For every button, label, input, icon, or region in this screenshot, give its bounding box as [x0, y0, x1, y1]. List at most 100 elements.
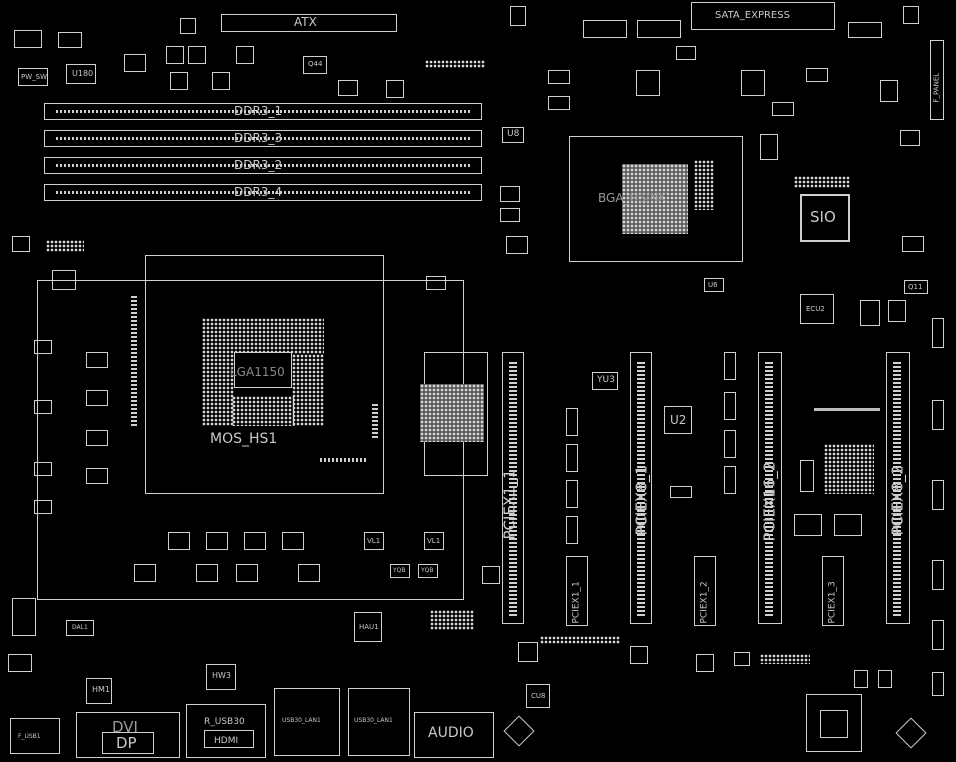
f-panel-header[interactable] — [930, 40, 944, 120]
dimm-slot-3-pins — [56, 137, 470, 140]
hw3-chip — [206, 664, 236, 690]
misc-bot-6 — [734, 652, 750, 666]
sio-label: SIO — [810, 208, 836, 226]
pcie-x1-slot-b-label: PCIEX1_2 — [699, 581, 710, 624]
dimm-slot-1-label: DDR3_1 — [234, 104, 283, 118]
dimm-slot-1[interactable] — [44, 103, 482, 120]
misc-bga-8 — [500, 186, 520, 202]
dvi-connector[interactable] — [76, 712, 180, 758]
misc-top-1 — [14, 30, 42, 48]
pcie-slot-x8-2[interactable] — [886, 352, 910, 624]
vrm-phase-b1 — [168, 532, 190, 550]
yqb-2-label: YQB — [421, 567, 434, 574]
hau1-label: HAU1 — [359, 623, 379, 631]
cap-row-bottom — [320, 458, 366, 462]
pcie-slot-x8-1[interactable] — [630, 352, 652, 624]
u6-label: U6 — [708, 281, 718, 289]
misc-bga-10 — [506, 236, 528, 254]
cu8-label: CU8 — [531, 692, 546, 700]
vrm-mos-3 — [34, 462, 52, 476]
right-header-4[interactable] — [932, 560, 944, 590]
misc-right-1 — [860, 300, 880, 326]
cap-array-left — [46, 240, 84, 252]
misc-bot-3 — [518, 642, 538, 662]
header-top-1 — [583, 20, 627, 38]
misc-vrm-4 — [298, 564, 320, 582]
yqb-2 — [418, 564, 438, 578]
misc-bga-2 — [741, 70, 765, 96]
dimm-slot-3-label: DDR3_3 — [234, 131, 283, 145]
misc-bga-4 — [548, 96, 570, 110]
right-header-3[interactable] — [932, 480, 944, 510]
vl1-a — [364, 532, 384, 550]
misc-slot-6 — [724, 392, 736, 420]
dimm-slot-2[interactable] — [44, 157, 482, 174]
misc-bot-4 — [630, 646, 648, 664]
u8-chip — [502, 127, 524, 143]
right-header-6[interactable] — [932, 672, 944, 696]
vrm-phase-b2 — [206, 532, 228, 550]
misc-bga-5 — [676, 46, 696, 60]
pcie-slot-x16-2[interactable] — [758, 352, 782, 624]
usb-lan-connector-1[interactable] — [274, 688, 340, 756]
dp-connector[interactable] — [102, 732, 154, 754]
cpu-socket-outline[interactable] — [145, 255, 384, 494]
misc-bot-5 — [696, 654, 714, 672]
usb-lan-connector-2[interactable] — [348, 688, 410, 756]
hm1-label: HM1 — [92, 685, 111, 694]
dimm-slot-2-label: DDR3_2 — [234, 158, 283, 172]
misc-vrm-3 — [236, 564, 258, 582]
f-usb-header[interactable] — [10, 718, 60, 754]
pcie-x1-slot-b[interactable] — [694, 556, 716, 626]
vrm-mos-2 — [34, 400, 52, 414]
misc-top-8 — [212, 72, 230, 90]
hdmi-connector[interactable] — [204, 730, 254, 748]
right-header-5[interactable] — [932, 620, 944, 650]
header-top-2 — [637, 20, 681, 38]
r-usb30-connector[interactable] — [186, 704, 266, 758]
q11-label: Q11 — [908, 283, 923, 291]
misc-vrm-1 — [134, 564, 156, 582]
pcie-slot-x1-1-pins — [509, 360, 517, 616]
atx-connector[interactable] — [221, 14, 397, 32]
misc-bga-6 — [772, 102, 794, 116]
misc-top-3 — [124, 54, 146, 72]
pcie-slot-x1-1[interactable] — [502, 352, 524, 624]
mos-hs-label: MOS_HS1 — [210, 431, 278, 447]
misc-bot-2 — [8, 654, 32, 672]
misc-top-5 — [188, 46, 206, 64]
misc-bga-3 — [548, 70, 570, 84]
audio-connector[interactable] — [414, 712, 494, 758]
cap-column-right — [372, 404, 378, 438]
dimm-slot-4[interactable] — [44, 184, 482, 201]
vrm-phase-4 — [86, 468, 108, 484]
vrm-phase-b3 — [244, 532, 266, 550]
pcie-x1-slot-a[interactable] — [566, 556, 588, 626]
misc-top-11 — [180, 18, 196, 34]
dimm-slot-4-label: DDR3_4 — [234, 185, 283, 199]
dimm-slot-3[interactable] — [44, 130, 482, 147]
header-top-3 — [848, 22, 882, 38]
misc-left-1 — [12, 236, 30, 252]
misc-slot-8 — [724, 466, 736, 494]
right-header-2[interactable] — [932, 400, 944, 430]
u6-chip — [704, 278, 724, 292]
misc-bot-8 — [895, 717, 927, 749]
misc-slot-11 — [834, 514, 862, 536]
pcie-x1-slot-c[interactable] — [822, 556, 844, 626]
slot-bar — [814, 408, 880, 411]
misc-bot-1 — [12, 598, 36, 636]
bga-hsink-outline[interactable] — [569, 136, 743, 262]
pcie-slot-x8-1-pins — [637, 360, 645, 616]
q11-chip — [904, 280, 928, 294]
dimm-slot-1-pins — [56, 110, 470, 113]
atx-label: ATX — [294, 15, 317, 29]
cu8-chip — [526, 684, 550, 708]
nx2-chip — [760, 134, 778, 160]
cap-array-bottom-2 — [540, 636, 620, 644]
pcie-slot-x8-2-label: PCIEX8_2 — [888, 465, 907, 536]
right-header-1[interactable] — [932, 318, 944, 348]
cpu-socket-pads-bottom — [232, 396, 294, 426]
sata-express-connector[interactable] — [691, 2, 835, 30]
